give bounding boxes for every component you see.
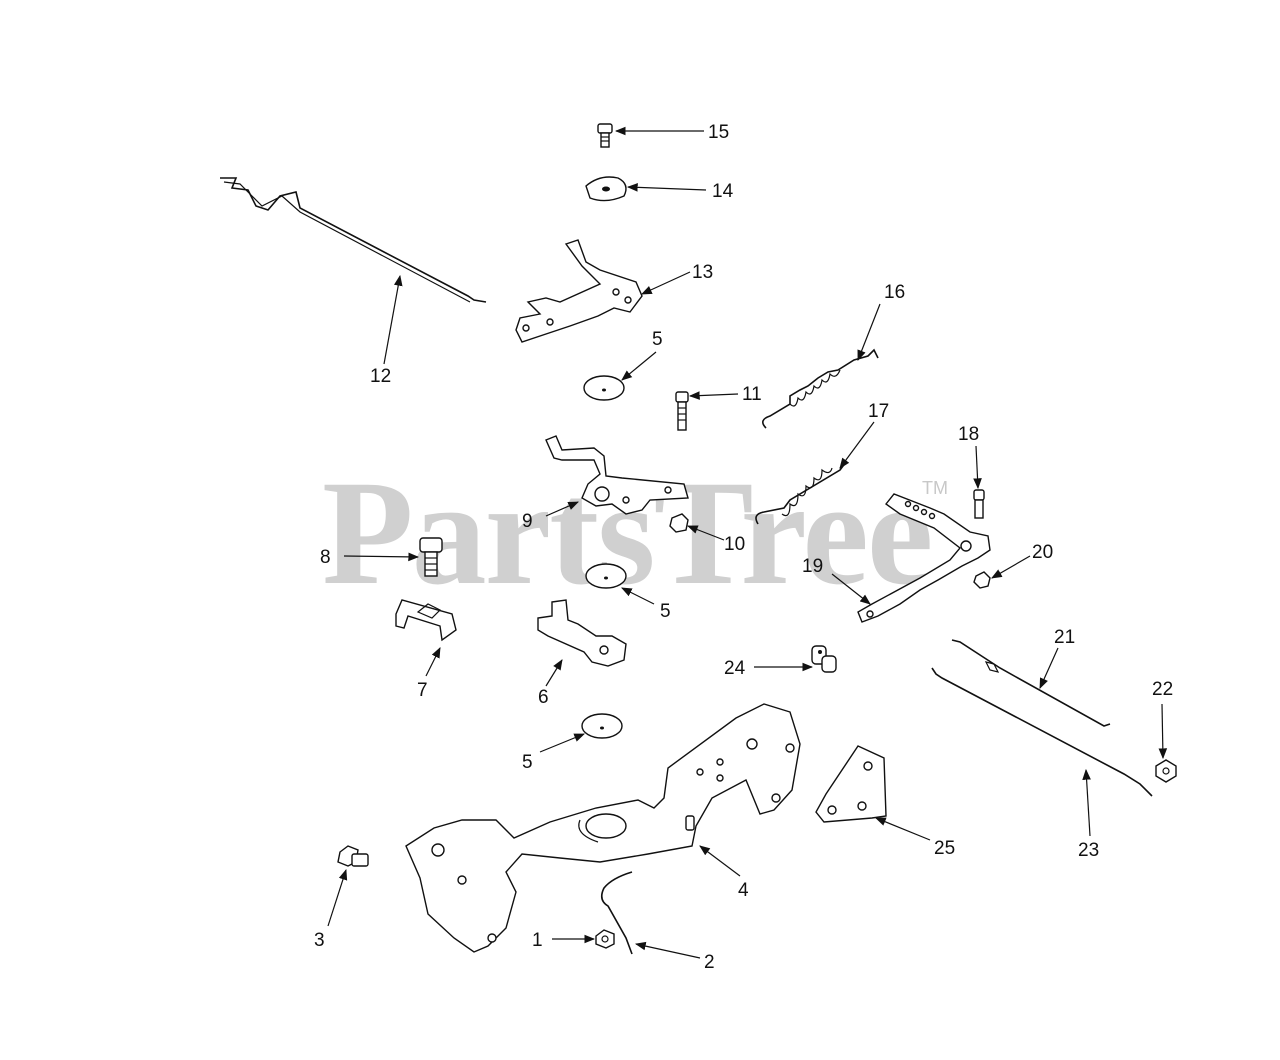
callout-2: 2 — [704, 952, 715, 973]
callout-7: 7 — [417, 680, 428, 701]
part-24-clamp[interactable] — [811, 645, 837, 673]
watermark-trademark: TM — [922, 478, 948, 498]
part-7-clip[interactable] — [395, 599, 457, 642]
callout-23: 23 — [1078, 840, 1099, 861]
callout-15: 15 — [708, 122, 729, 143]
callout-17: 17 — [868, 401, 889, 422]
callout-1: 1 — [532, 930, 543, 951]
callout-5-top: 5 — [652, 329, 663, 350]
callout-18: 18 — [958, 424, 979, 445]
callout-13: 13 — [692, 262, 713, 283]
callout-25: 25 — [934, 838, 955, 859]
part-2-spring[interactable] — [600, 871, 633, 955]
part-14-plate[interactable] — [585, 176, 627, 202]
callout-20: 20 — [1032, 542, 1053, 563]
part-21-rod[interactable] — [951, 639, 1111, 727]
callout-5-low: 5 — [522, 752, 533, 773]
callout-24: 24 — [724, 658, 746, 679]
part-23-throttle-rod[interactable] — [931, 667, 1153, 797]
callout-9: 9 — [522, 511, 533, 532]
part-5-washer-low[interactable] — [581, 713, 623, 739]
callout-11: 11 — [742, 384, 762, 405]
part-5-washer-mid[interactable] — [585, 563, 627, 589]
part-22-nut[interactable] — [1155, 759, 1177, 783]
callout-21: 21 — [1054, 627, 1075, 648]
part-19-control-lever[interactable] — [857, 493, 991, 623]
part-3-bolt[interactable] — [337, 845, 369, 867]
callout-3: 3 — [314, 930, 325, 951]
callout-4: 4 — [738, 880, 749, 901]
part-11-screw[interactable] — [675, 391, 689, 431]
callout-labels: 1 2 3 4 5 5 5 6 7 8 9 10 11 12 13 14 15 … — [314, 122, 1173, 973]
part-9-lever[interactable] — [545, 435, 689, 515]
callout-arrows — [327, 126, 1168, 959]
part-16-spring[interactable] — [762, 348, 879, 429]
callout-14: 14 — [712, 181, 734, 202]
part-18-screw[interactable] — [973, 489, 985, 519]
callout-8: 8 — [320, 547, 331, 568]
part-13-bracket[interactable] — [515, 239, 643, 343]
part-17-spring[interactable] — [755, 461, 847, 525]
callout-5-mid: 5 — [660, 601, 671, 622]
part-1-nut[interactable] — [595, 929, 615, 949]
part-8-bolt[interactable] — [419, 537, 443, 577]
part-12-governor-rod[interactable] — [220, 177, 487, 303]
part-20-nut[interactable] — [973, 571, 991, 589]
part-15-bolt[interactable] — [597, 123, 613, 148]
part-4-mounting-bracket[interactable] — [405, 703, 801, 953]
part-10-nut[interactable] — [669, 513, 689, 533]
callout-10: 10 — [724, 534, 745, 555]
part-5-washer-top[interactable] — [583, 375, 625, 401]
part-6-lever[interactable] — [537, 599, 627, 667]
callout-19: 19 — [802, 556, 823, 577]
callout-22: 22 — [1152, 679, 1173, 700]
callout-12: 12 — [370, 366, 391, 387]
callout-6: 6 — [538, 687, 549, 708]
callout-16: 16 — [884, 282, 905, 303]
part-25-plate[interactable] — [815, 745, 887, 823]
